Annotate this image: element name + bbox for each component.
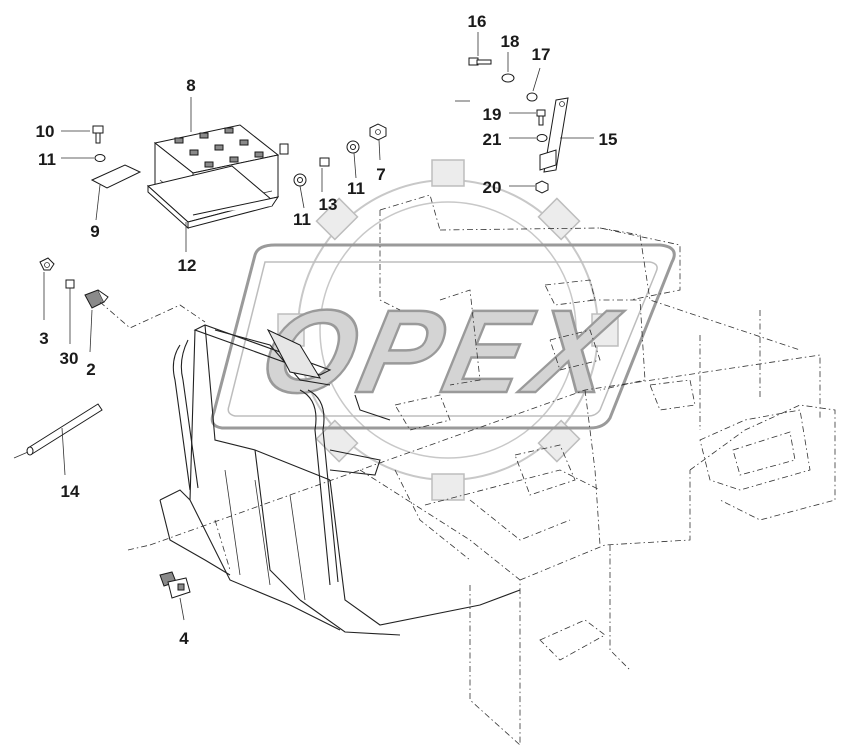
bolt-16 [468, 57, 492, 66]
nut-17 [526, 92, 538, 102]
callout-10: 10 [36, 122, 55, 141]
callout-17: 17 [532, 45, 551, 64]
connector-30 [65, 279, 75, 289]
callout-18: 18 [501, 32, 520, 51]
callout-11-right: 11 [347, 179, 365, 198]
clamp-bar-9 [90, 164, 142, 189]
callout-labels: 16 18 17 8 10 11 9 12 13 11 11 7 19 21 1… [36, 12, 618, 648]
callout-30: 30 [60, 349, 79, 368]
switch-4 [159, 571, 191, 599]
callout-11-mid: 11 [293, 210, 311, 229]
callout-14: 14 [61, 482, 80, 501]
battery-caps [174, 127, 264, 168]
washer-18 [501, 73, 515, 83]
callout-11-left: 11 [38, 150, 56, 169]
callout-7: 7 [376, 165, 385, 184]
callout-15: 15 [599, 130, 618, 149]
watermark-banner [210, 243, 676, 430]
chassis-frame [127, 194, 836, 746]
watermark-logo: OPEX [210, 159, 676, 501]
bolt-10 [92, 125, 104, 144]
watermark-text: OPEX [250, 286, 630, 418]
callout-21: 21 [483, 130, 502, 149]
battery: G 1 [146, 124, 280, 230]
callout-13: 13 [319, 195, 338, 214]
washer-21 [536, 134, 548, 142]
callout-9: 9 [90, 222, 99, 241]
rod-14 [26, 403, 103, 456]
callout-20: 20 [483, 178, 502, 197]
washer-11a [94, 154, 106, 162]
leader-lines [13, 32, 594, 621]
nut-20 [535, 180, 549, 194]
battery-cable [279, 134, 330, 167]
clip-3 [39, 257, 55, 271]
tank-assembly [159, 324, 521, 636]
callout-2: 2 [86, 360, 95, 379]
small-hardware [26, 57, 569, 599]
nut-7 [369, 123, 387, 141]
callout-16: 16 [468, 12, 487, 31]
callout-19: 19 [483, 105, 502, 124]
bolt-19 [536, 109, 546, 126]
callout-12: 12 [178, 256, 197, 275]
callout-8: 8 [186, 76, 195, 95]
callout-4: 4 [179, 629, 189, 648]
sensor-2 [84, 289, 109, 309]
callout-3: 3 [39, 329, 48, 348]
